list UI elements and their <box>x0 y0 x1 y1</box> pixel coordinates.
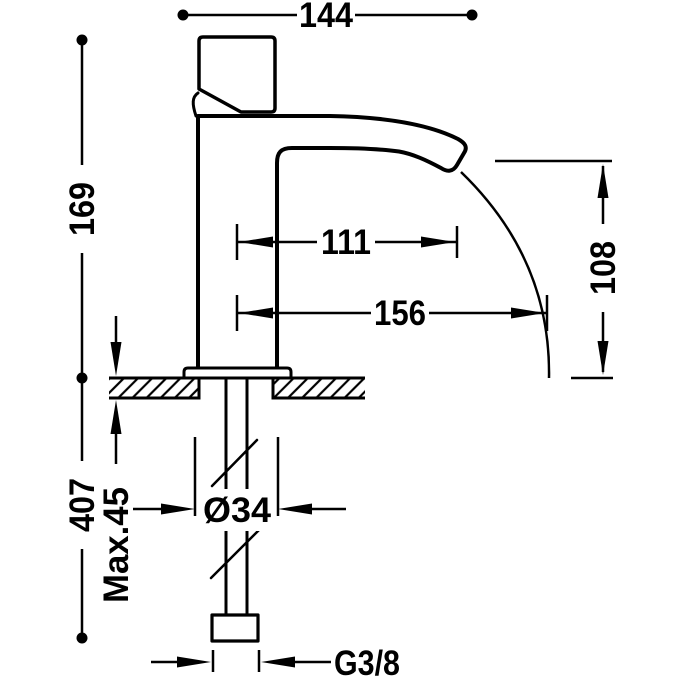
dim-max45: Max.45 <box>97 316 136 603</box>
dim-108-arrow-up <box>597 164 609 198</box>
shank-break-mark-upper <box>210 438 259 488</box>
deck-outline-right <box>271 376 365 400</box>
dim-108: 108 <box>495 159 623 380</box>
dim-111-mask <box>317 227 375 258</box>
dim-111-label: 111 <box>321 223 371 262</box>
lever-pivot <box>191 91 200 118</box>
dim-156-arrow-right <box>511 307 545 319</box>
faucet-body-spout <box>196 114 468 370</box>
dim-156-arrow-left <box>239 307 273 319</box>
dim-108-arrow-down <box>597 341 609 375</box>
dim-111: 111 <box>235 223 459 262</box>
counter-deck-section <box>109 376 365 400</box>
dim-dia34-arrow-left <box>161 503 195 515</box>
dim-144-label: 144 <box>299 0 353 35</box>
shank-break-mark-lower <box>209 526 263 580</box>
dim-111-arrow-right <box>421 236 455 248</box>
dim-407-dot-bottom <box>76 632 88 644</box>
dim-144-mask <box>297 1 355 31</box>
supply-connector <box>210 613 260 643</box>
water-stream <box>460 171 551 379</box>
faucet <box>182 35 468 643</box>
dim-max45-arrow-up <box>110 400 122 434</box>
dim-169-label: 169 <box>63 182 102 236</box>
dim-156: 156 <box>235 294 549 333</box>
dim-max45-label: Max.45 <box>97 487 136 603</box>
dim-dia34-arrow-right <box>278 503 312 515</box>
dim-dia34-mask <box>201 489 273 531</box>
deck-outline-left <box>109 376 201 400</box>
dim-g38-arrow-right <box>261 656 295 668</box>
deck-hatch-left <box>109 379 199 398</box>
lever-handle <box>197 35 277 114</box>
dim-max45-arrow-down <box>110 342 122 376</box>
dim-156-mask <box>371 298 429 329</box>
dim-g38-label: G3/8 <box>334 644 400 683</box>
dim-144: 144 <box>177 0 478 35</box>
dim-169-dot-top <box>76 34 88 46</box>
dim-156-label: 156 <box>374 294 426 333</box>
dim-407-label: 407 <box>63 478 102 532</box>
base-flange <box>182 366 293 380</box>
dim-dia34-label: Ø34 <box>203 491 272 530</box>
dim-144-dot-right <box>466 9 478 21</box>
dim-169: 169 <box>63 34 102 384</box>
dim-108-mask <box>587 224 618 312</box>
dim-111-arrow-left <box>239 236 273 248</box>
dim-169-mask <box>67 165 97 253</box>
dim-108-label: 108 <box>584 241 623 295</box>
dim-407-mask <box>67 461 97 549</box>
dim-144-dot-left <box>177 9 189 21</box>
deck-hatch-right <box>273 379 365 398</box>
dim-g38: G3/8 <box>151 644 400 683</box>
dim-g38-arrow-left <box>177 656 211 668</box>
dim-dia34: Ø34 <box>133 437 346 531</box>
dim-407: 407 <box>63 378 102 644</box>
